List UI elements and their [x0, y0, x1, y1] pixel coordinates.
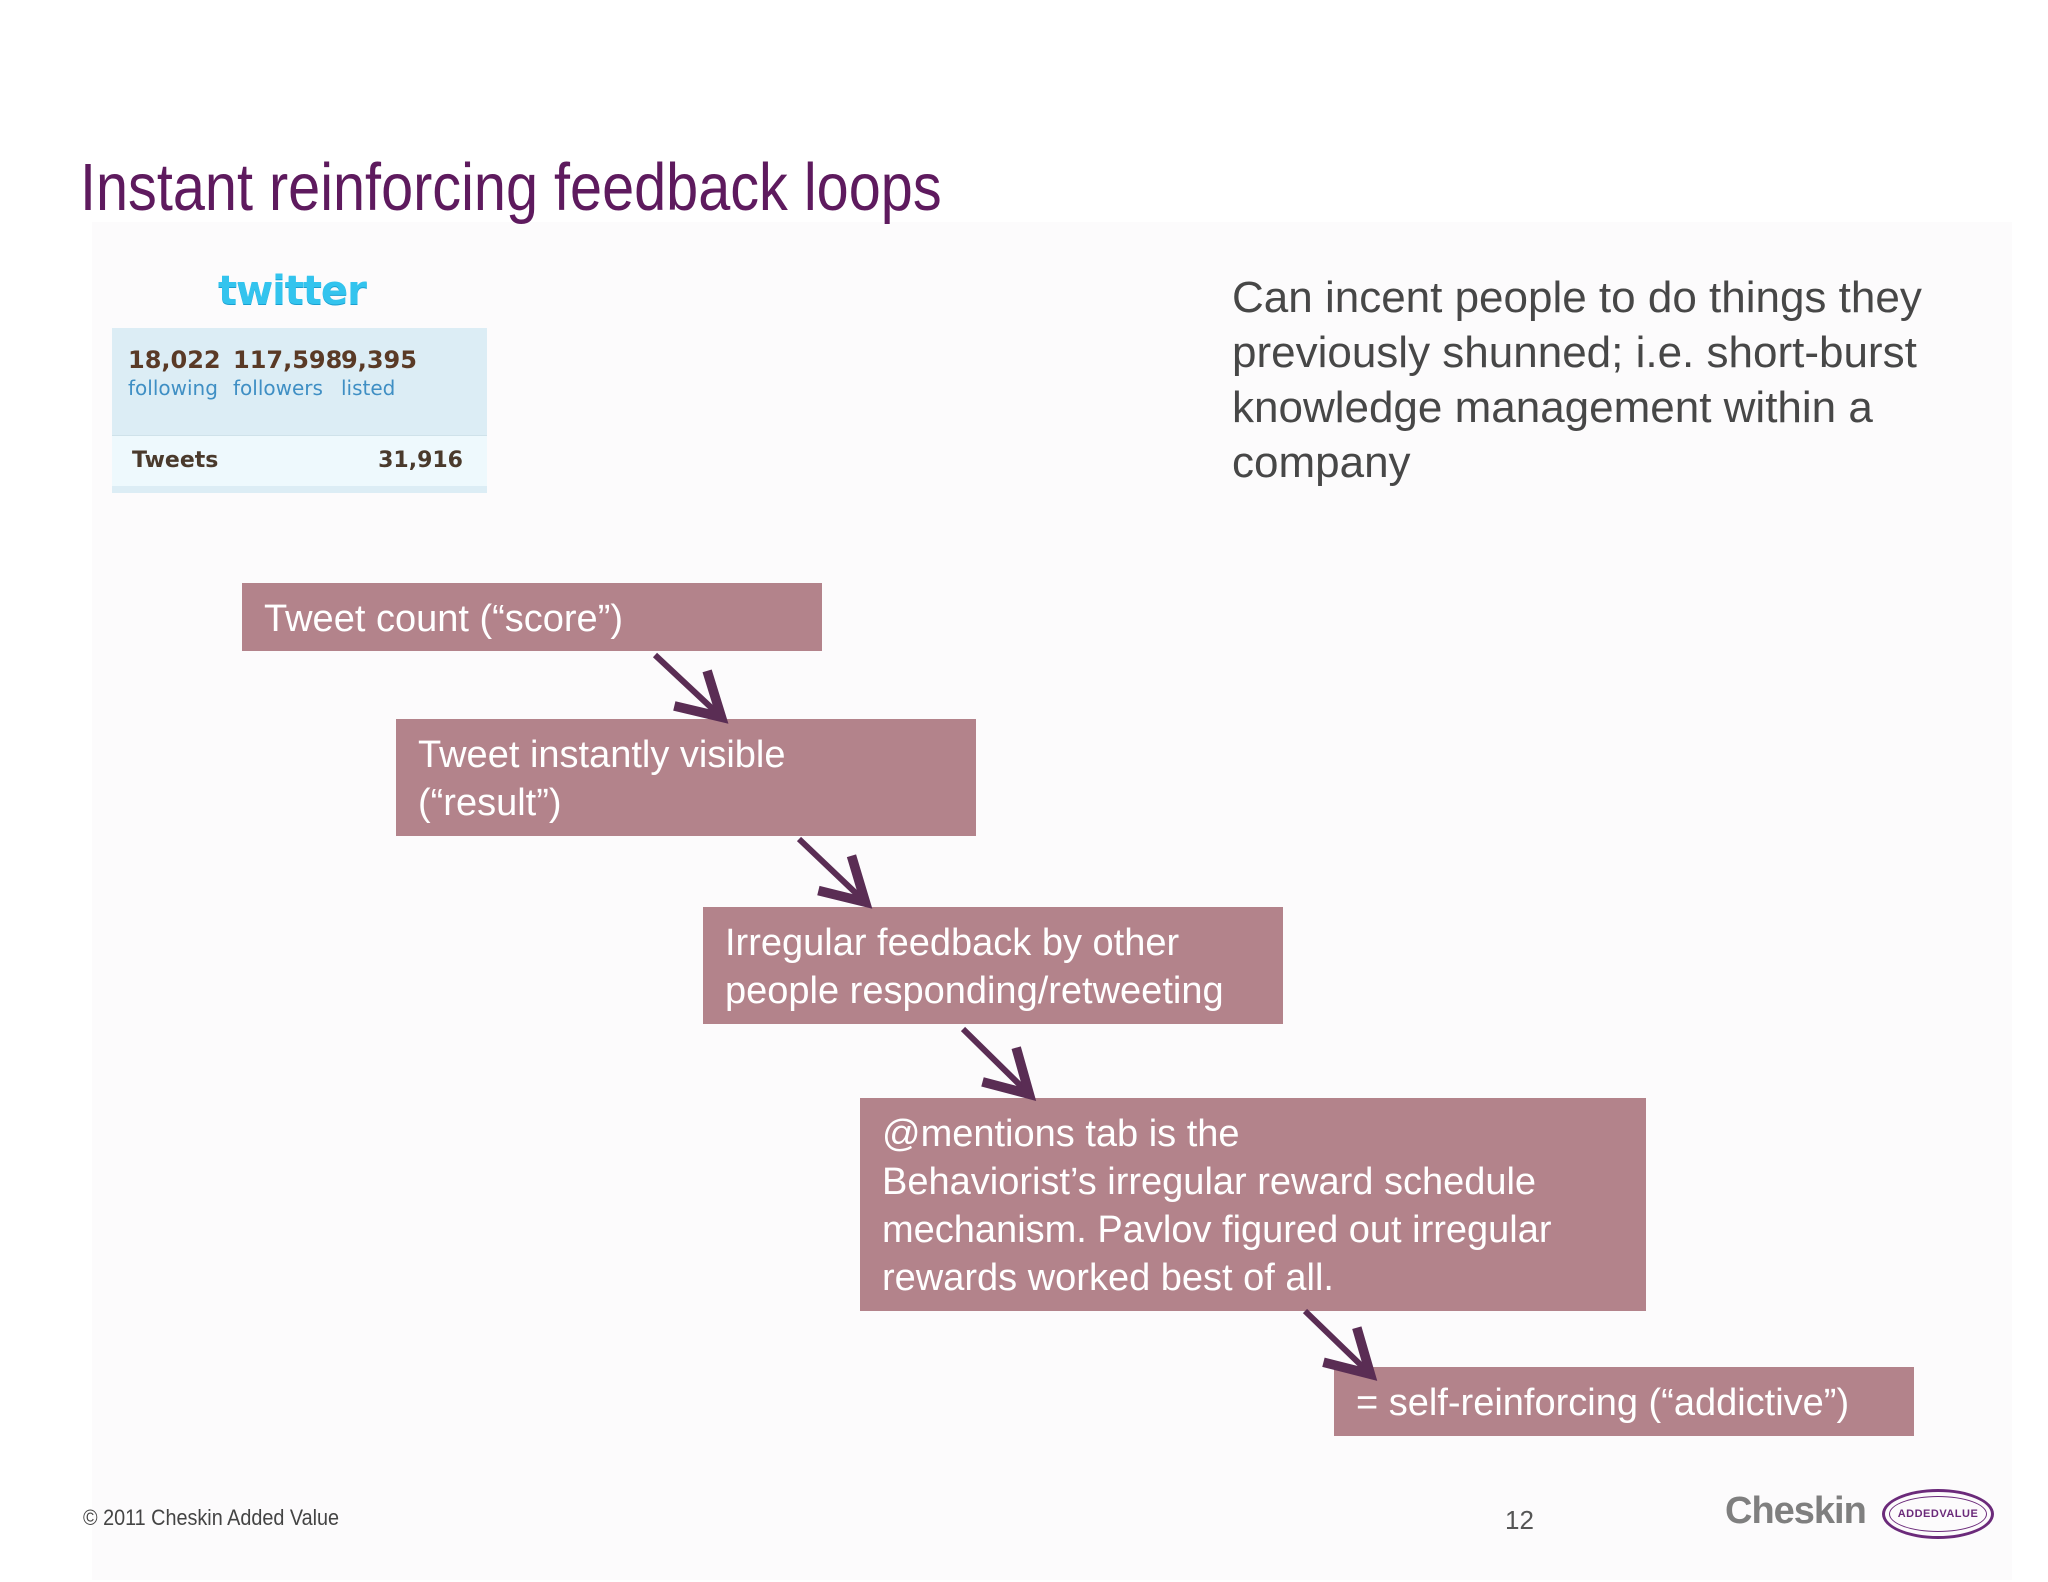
- step-line: (“result”): [418, 782, 562, 824]
- stat-value: 9,395: [341, 346, 417, 374]
- step-box-self-reinforcing: = self-reinforcing (“addictive”): [1334, 1367, 1914, 1436]
- page-title: Instant reinforcing feedback loops: [80, 150, 942, 225]
- added-value-logo-text: ADDEDVALUE: [1897, 1508, 1979, 1520]
- step-line: Tweet count (“score”): [264, 598, 623, 640]
- step-box-irregular-feedback: Irregular feedback by other people respo…: [703, 907, 1283, 1024]
- tweets-count: 31,916: [378, 448, 463, 473]
- step-line: rewards worked best of all.: [882, 1257, 1334, 1299]
- cheskin-logo-text: Cheskin: [1725, 1490, 1867, 1532]
- twitter-stats-card: 18,022 following 117,598 followers 9,395…: [112, 328, 487, 493]
- step-line: Irregular feedback by other: [725, 922, 1180, 964]
- stat-value: 117,598: [233, 346, 343, 374]
- page-number: 12: [1505, 1505, 1534, 1535]
- step-line: Tweet instantly visible: [418, 734, 786, 776]
- stat-label: followers: [233, 376, 323, 400]
- step-line: mechanism. Pavlov figured out irregular: [882, 1209, 1552, 1251]
- side-text: Can incent people to do things they prev…: [1232, 273, 1922, 487]
- step-line: = self-reinforcing (“addictive”): [1356, 1382, 1850, 1424]
- stat-followers: 117,598 followers: [233, 346, 342, 400]
- step-line: people responding/retweeting: [725, 970, 1224, 1012]
- step-box-tweet-count: Tweet count (“score”): [242, 583, 822, 651]
- stat-listed: 9,395 listed: [341, 346, 417, 400]
- step-line: Behaviorist’s irregular reward schedule: [882, 1161, 1537, 1203]
- stat-label: following: [128, 376, 218, 400]
- twitter-logo: twitter: [218, 268, 367, 314]
- footer-copyright: © 2011 Cheskin Added Value: [83, 1505, 340, 1530]
- step-box-mentions-tab: @mentions tab is the Behaviorist’s irreg…: [860, 1098, 1646, 1311]
- step-line: @mentions tab is the: [882, 1113, 1240, 1155]
- stat-label: listed: [341, 376, 396, 400]
- step-box-tweet-visible: Tweet instantly visible (“result”): [396, 719, 976, 836]
- tweets-label: Tweets: [132, 448, 219, 473]
- stat-following: 18,022 following: [128, 346, 221, 400]
- added-value-logo: ADDEDVALUE: [1882, 1489, 1994, 1539]
- stat-value: 18,022: [128, 346, 221, 374]
- tweets-row: Tweets 31,916: [112, 435, 487, 486]
